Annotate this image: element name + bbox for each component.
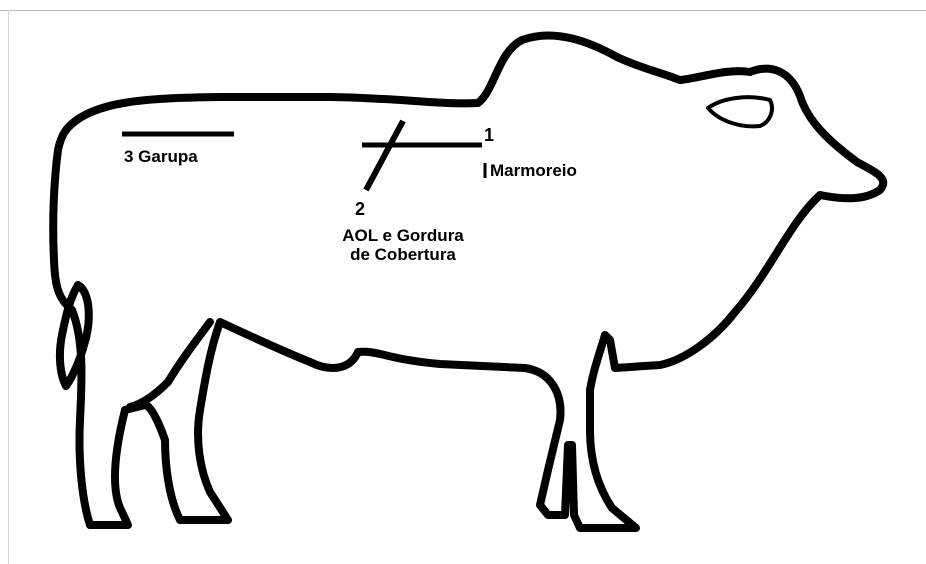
label-aol-line-1: AOL e Gordura — [318, 226, 488, 245]
label-aol-gordura: AOL e Gordura de Cobertura — [318, 226, 488, 264]
label-marker-2: 2 — [355, 200, 365, 219]
label-garupa: 3 Garupa — [124, 147, 198, 166]
cattle-eye — [708, 97, 772, 126]
cattle-body-outline — [53, 35, 883, 528]
label-marmoreio: Marmoreio — [490, 161, 577, 180]
label-marker-1: 1 — [484, 126, 494, 145]
label-aol-line-2: de Cobertura — [318, 245, 488, 264]
cattle-hind-leg-inner — [130, 322, 210, 407]
aol-diagonal-line — [366, 121, 403, 190]
